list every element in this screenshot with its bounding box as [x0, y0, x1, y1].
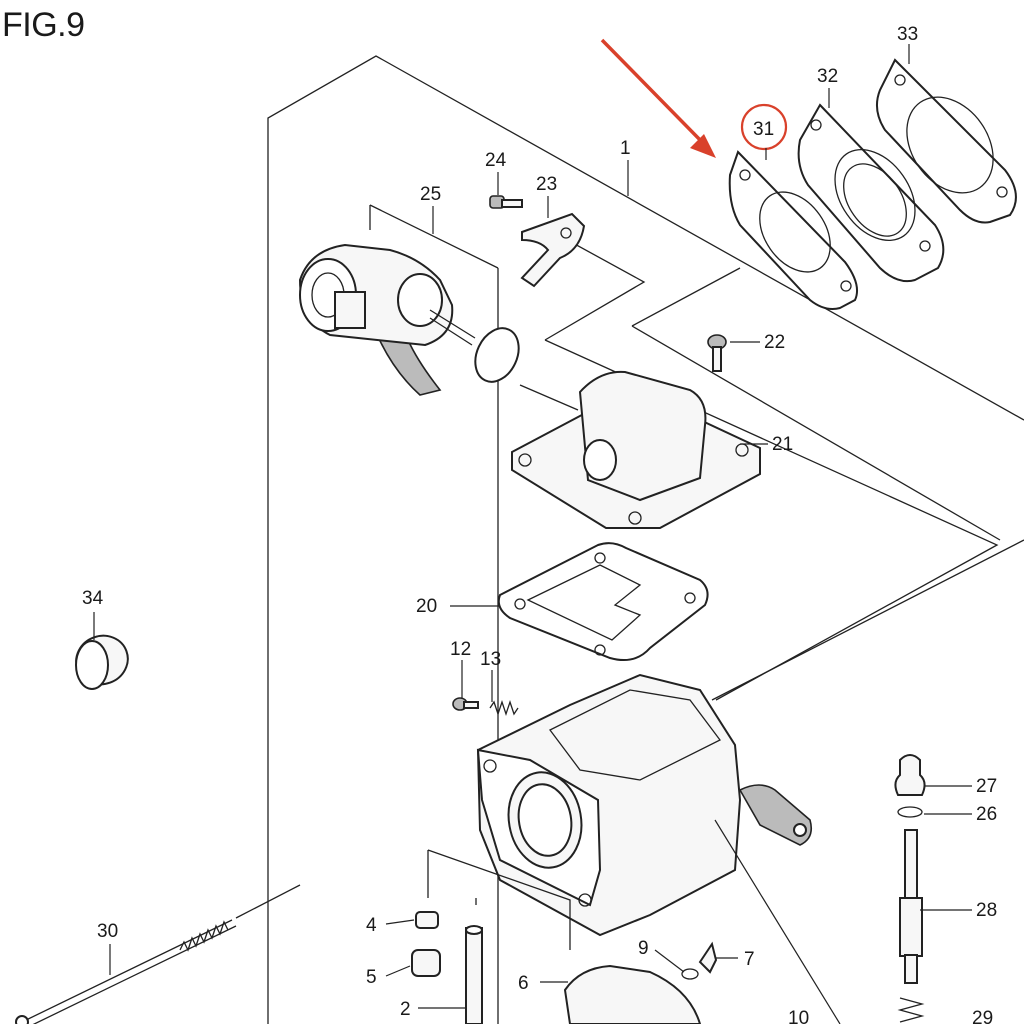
callout-7: 7	[744, 949, 755, 970]
part-21-cover[interactable]	[511, 370, 761, 529]
part-34-plug[interactable]	[69, 629, 134, 692]
callout-29: 29	[972, 1008, 993, 1024]
part-22-screw[interactable]	[707, 334, 727, 372]
callout-5: 5	[366, 967, 377, 988]
highlight-arrow	[600, 38, 716, 158]
callout-22: 22	[764, 332, 785, 353]
callout-24: 24	[485, 150, 507, 171]
callout-28: 28	[976, 900, 997, 921]
part-2-tube[interactable]	[465, 925, 483, 1024]
part-27-cap[interactable]	[894, 754, 926, 796]
carburetor-body[interactable]	[476, 673, 813, 937]
callout-1: 1	[620, 138, 631, 159]
callout-9: 9	[638, 938, 649, 959]
callout-25: 25	[420, 184, 441, 205]
callout-21: 21	[772, 434, 793, 455]
gasket-31[interactable]	[728, 150, 858, 310]
callout-32: 32	[817, 66, 838, 87]
part-24-screw[interactable]	[489, 195, 523, 209]
callout-10: 10	[788, 1008, 809, 1024]
o-ring[interactable]	[467, 321, 527, 389]
figure-title: FIG.9	[2, 6, 85, 44]
part-23-bracket[interactable]	[520, 212, 586, 288]
callout-4: 4	[366, 915, 377, 936]
part-29-spring[interactable]	[897, 997, 925, 1023]
group-bracket-top	[427, 849, 571, 950]
gasket-32[interactable]	[797, 103, 945, 283]
callout-31: 31	[753, 119, 774, 140]
part-28-piston[interactable]	[899, 829, 923, 984]
part-12-screw[interactable]	[452, 697, 479, 711]
callout-33: 33	[897, 24, 918, 45]
callout-27: 27	[976, 776, 997, 797]
part-9-clip[interactable]	[681, 968, 699, 980]
part-4-jet[interactable]	[415, 911, 439, 929]
gasket-33[interactable]	[875, 58, 1017, 224]
callout-30: 30	[97, 921, 118, 942]
part-5-jet[interactable]	[411, 949, 441, 977]
callout-13: 13	[480, 649, 501, 670]
highlight-circle	[740, 103, 788, 151]
callout-34: 34	[82, 588, 104, 609]
part-25-sensor[interactable]	[298, 204, 499, 1024]
callout-6: 6	[518, 973, 529, 994]
part-7-needle[interactable]	[698, 941, 718, 974]
part-30-screw[interactable]	[15, 884, 301, 1024]
callout-20: 20	[416, 596, 437, 617]
part-26-clip[interactable]	[897, 806, 923, 818]
part-20-gasket[interactable]	[497, 542, 709, 661]
leader-10	[714, 819, 841, 1024]
callout-2: 2	[400, 999, 411, 1020]
part-13-spring[interactable]	[489, 699, 519, 717]
callout-23: 23	[536, 174, 557, 195]
callout-12: 12	[450, 639, 471, 660]
leader-lines	[93, 44, 972, 1009]
callout-26: 26	[976, 804, 997, 825]
part-6-float[interactable]	[563, 964, 702, 1024]
